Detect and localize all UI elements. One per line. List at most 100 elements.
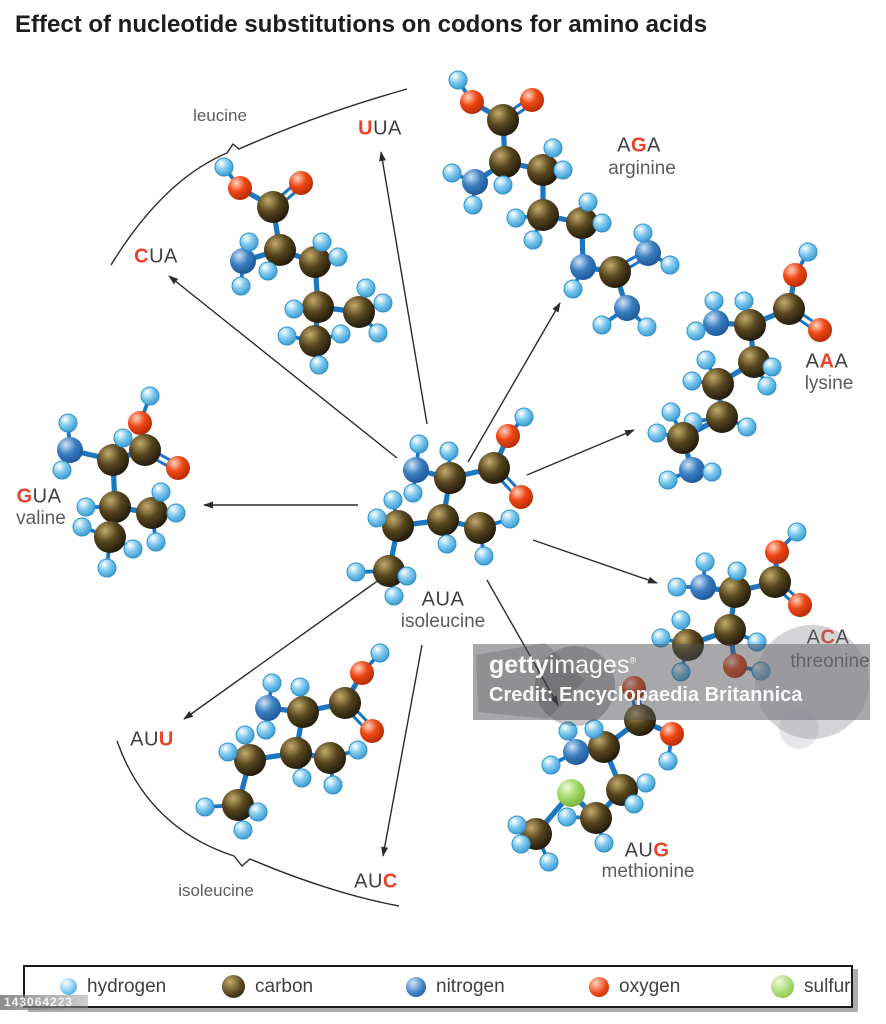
base: A [421,588,436,611]
carbon-atom [373,555,405,587]
codon-aua: AUA [422,589,465,612]
carbon-atom [599,256,631,288]
group-brace [116,740,400,907]
carbon-atom [427,504,459,536]
hydrogen-atom [658,751,678,771]
hydrogen-atom [397,566,417,586]
molecule-isoleucine-center [346,407,534,606]
base: A [164,245,178,268]
nitrogen-atom [462,169,488,195]
hydrogen-atom [370,643,390,663]
base: A [388,117,402,140]
carbon-atom [234,744,266,776]
oxygen-atom [520,88,544,112]
hydrogen-atom [309,355,329,375]
carbon-atom [299,246,331,278]
oxygen-atom [765,540,789,564]
watermark-credit: Credit: Encyclopaedia Britannica [489,684,803,706]
molecule-isoleucine-bottom [195,643,390,840]
hydrogen-atom [787,522,807,542]
hydrogen-atom [696,350,716,370]
hydrogen-atom [734,291,754,311]
carbon-atom [702,368,734,400]
codon-cua: CUA [134,246,178,269]
hydrogen-atom [543,138,563,158]
codon-auc: AUC [354,871,398,894]
hydrogen-atom [384,586,404,606]
hydrogen-atom [166,503,186,523]
carbon-atom [280,737,312,769]
carbon-atom [527,199,559,231]
hydrogen-atom [660,255,680,275]
hydrogen-atom [592,315,612,335]
hydrogen-atom [258,261,278,281]
carbon-atom [382,510,414,542]
base: U [32,485,48,508]
hydrogen-atom [647,423,667,443]
watermark-brand: gettyimages® [489,651,636,680]
carbon-atom [580,802,612,834]
nitrogen-atom [403,457,429,483]
oxygen-atom [496,424,520,448]
hydrogen-atom [248,802,268,822]
hydrogen-atom [511,834,531,854]
substitution-arrow-cua [168,275,398,459]
carbon-atom [99,491,131,523]
hydrogen-atom [292,768,312,788]
carbon-atom [706,401,738,433]
hydrogen-atom [594,833,614,853]
substitution-arrow-uua [379,151,428,425]
nitrogen-atom [563,739,589,765]
substituted-base: C [134,245,150,268]
hydrogen-atom [506,208,526,228]
hydrogen-atom [383,490,403,510]
legend-item-carbon: carbon [222,967,313,1006]
nitrogen-atom [703,310,729,336]
hydrogen-atom [671,610,691,630]
hydrogen-atom [113,428,133,448]
hydrogen-atom [523,230,543,250]
oxygen-atom [509,485,533,509]
carbon-atom [759,566,791,598]
substituted-base: U [158,728,174,751]
oxygen-atom [228,176,252,200]
amino-name-arginine: arginine [608,158,676,179]
hydrogen-atom [290,677,310,697]
codon-aug: AUG [625,840,670,863]
sulfur-sphere-icon [771,975,794,998]
hydrogen-atom [539,852,559,872]
hydrogen-atom [667,577,687,597]
substituted-base: C [820,626,836,649]
carbon-atom [136,497,168,529]
base: A [354,870,368,893]
molecule-leucine [214,157,393,375]
oxygen-sphere-icon [589,976,609,997]
carbon-atom [478,452,510,484]
hydrogen-atom [437,534,457,554]
hydrogen-atom [348,740,368,760]
hydrogen-atom [256,720,276,740]
substitution-arrow-auu [183,571,391,720]
base: U [143,728,159,751]
nitrogen-atom [614,295,640,321]
codon-aca: ACA [807,627,850,650]
molecule-valine [52,386,190,578]
amino-name-valine: valine [16,508,66,529]
oxygen-atom [360,719,384,743]
carbon-atom [773,293,805,325]
base: A [806,626,821,649]
oxygen-atom [289,171,313,195]
nitrogen-atom [570,254,596,280]
hydrogen-atom [328,247,348,267]
codon-aaa: AAA [806,351,849,374]
oxygen-atom [128,411,152,435]
oxygen-atom [350,661,374,685]
substitution-arrow-aca [532,539,658,584]
substitution-arrow-auc [381,644,423,857]
carbon-atom [487,104,519,136]
hydrogen-atom [439,441,459,461]
legend-item-sulfur: sulfur [771,967,850,1006]
hydrogen-atom [578,192,598,212]
hydrogen-atom [218,742,238,762]
oxygen-atom [460,90,484,114]
